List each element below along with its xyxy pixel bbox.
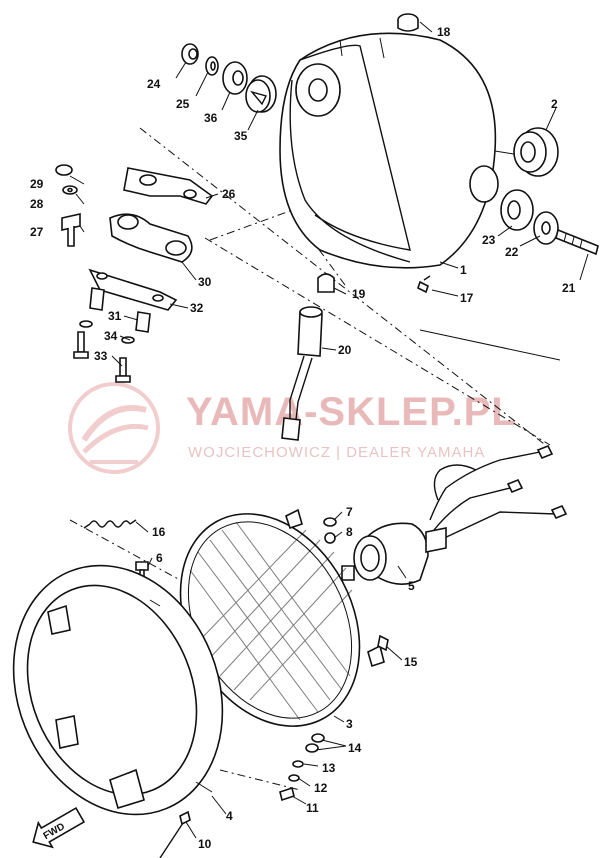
- fwd-arrow-icon: FWD: [32, 806, 86, 849]
- part-14-nuts: [305, 733, 325, 753]
- callout-34: 34: [104, 329, 118, 343]
- part-13-washer: [292, 760, 304, 768]
- callout-2: 2: [551, 97, 558, 111]
- part-27-bolt: [61, 213, 81, 247]
- lens-pattern: [189, 521, 353, 721]
- callout-8: 8: [346, 525, 353, 539]
- callout-25: 25: [176, 97, 190, 111]
- part-29-nut: [55, 164, 73, 176]
- callout-32: 32: [190, 301, 204, 315]
- callout-11: 11: [306, 801, 319, 815]
- part-24-nut: [181, 43, 199, 65]
- callout-19: 19: [352, 287, 366, 301]
- callout-22: 22: [505, 245, 519, 259]
- callout-33: 33: [94, 349, 108, 363]
- part-30-stay: [109, 213, 193, 263]
- callout-13: 13: [322, 761, 336, 775]
- part-33-bolts: [73, 331, 131, 383]
- callout-26: 26: [222, 187, 236, 201]
- callout-15: 15: [404, 655, 418, 669]
- part-2-collar: [513, 127, 559, 177]
- watermark-brand: YAMA-SKLEP.PL: [186, 390, 517, 434]
- part-17-screw: [417, 275, 431, 294]
- part-8-nut: [324, 532, 336, 544]
- callout-27: 27: [30, 225, 44, 239]
- callout-6: 6: [156, 551, 163, 565]
- callout-4: 4: [226, 809, 233, 823]
- part-26-bracket: [123, 167, 214, 205]
- part-16-spring: [83, 519, 137, 529]
- part-4-rim: [12, 564, 224, 816]
- part-32-plate: [88, 268, 178, 311]
- part-20-socket: [281, 306, 323, 441]
- part-31-spacers: [89, 287, 151, 333]
- dealer-logo-icon: [68, 382, 160, 474]
- part-25-washer: [205, 56, 219, 76]
- wiring-harness: [429, 444, 568, 541]
- callout-14: 14: [348, 741, 362, 755]
- callout-5: 5: [408, 579, 415, 593]
- callout-20: 20: [338, 343, 352, 357]
- callout-16: 16: [152, 525, 166, 539]
- callout-7: 7: [346, 505, 353, 519]
- callout-23: 23: [482, 233, 496, 247]
- callout-17: 17: [460, 291, 474, 305]
- part-15-clip: [377, 634, 389, 652]
- part-18-grommet: [397, 13, 419, 32]
- callout-30: 30: [198, 275, 212, 289]
- part-10-screw: [159, 810, 191, 858]
- callout-labels: 18 24 25 36 35 2 23 22 21 1 17 19 20 29 …: [30, 25, 576, 851]
- part-7-nut: [323, 517, 337, 527]
- callout-35: 35: [234, 129, 248, 143]
- callout-31: 31: [108, 309, 122, 323]
- callout-29: 29: [30, 177, 44, 191]
- part-11-screw: [279, 786, 295, 802]
- leader-lines: [69, 21, 589, 839]
- callout-21: 21: [562, 281, 576, 295]
- part-21-bolt: [555, 228, 599, 256]
- callout-1: 1: [460, 263, 467, 277]
- part-36-collar: [222, 61, 248, 95]
- part-28-washer: [62, 185, 78, 195]
- part-12-washer: [288, 774, 300, 782]
- part-19-bulb: [317, 273, 335, 293]
- headlight-housing: [279, 32, 499, 269]
- part-22-washer: [533, 211, 559, 245]
- callout-12: 12: [314, 781, 328, 795]
- part-3-lens: [179, 508, 385, 727]
- callout-18: 18: [437, 25, 451, 39]
- callout-24: 24: [147, 77, 161, 91]
- part-5-sealed-beam-unit: [341, 522, 447, 585]
- part-23-bushing: [500, 189, 534, 231]
- watermark: YAMA-SKLEP.PL WOJCIECHOWICZ | DEALER YAM…: [68, 382, 517, 474]
- callout-28: 28: [30, 197, 44, 211]
- watermark-dealer: WOJCIECHOWICZ | DEALER YAMAHA: [188, 444, 485, 461]
- part-35-bushing: [245, 75, 277, 113]
- callout-3: 3: [346, 717, 353, 731]
- callout-36: 36: [204, 111, 218, 125]
- callout-10: 10: [198, 837, 212, 851]
